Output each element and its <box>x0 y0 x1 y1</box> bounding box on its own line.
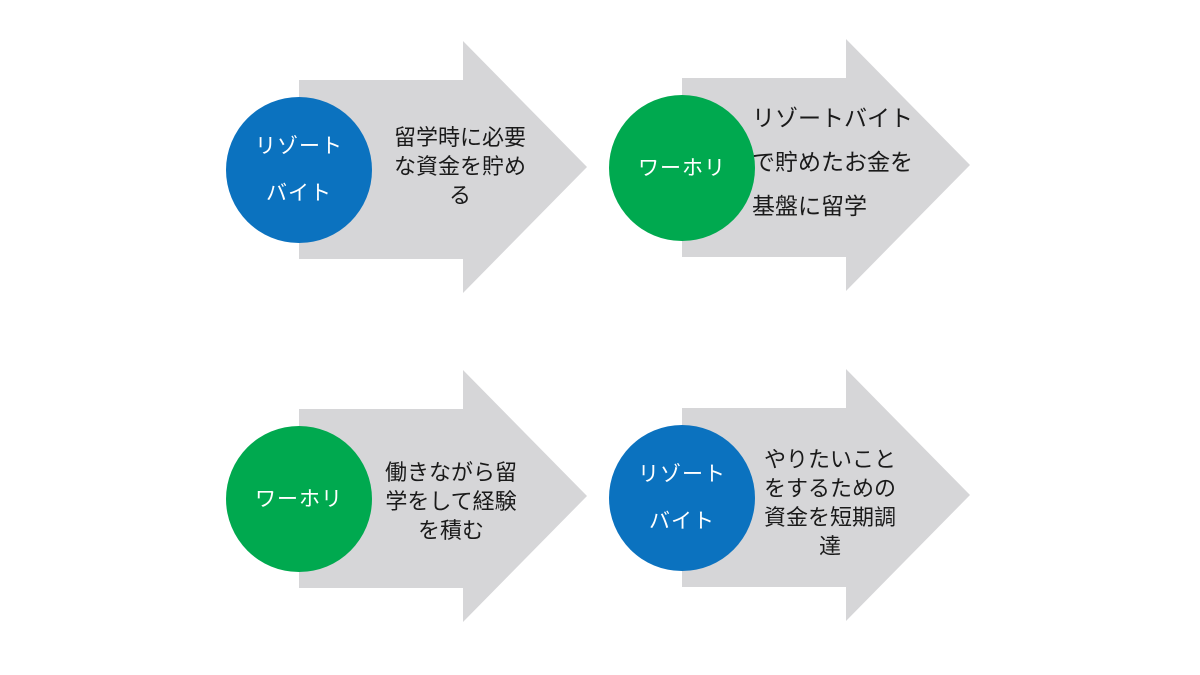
step-circle-label: ワーホリ <box>638 156 726 180</box>
process-step-top-right: ワーホリ リゾートバイト で貯めたお金を 基盤に留学 <box>609 39 989 291</box>
process-step-top-left: リゾート バイト 留学時に必要 な資金を貯め る <box>226 41 606 293</box>
step-circle-green: ワーホリ <box>226 426 372 572</box>
arrow-label: 留学時に必要 な資金を貯め る <box>393 125 526 208</box>
step-circle-label: ワーホリ <box>255 487 343 511</box>
right-arrow-shape <box>299 370 587 622</box>
process-step-bottom-right: リゾート バイト やりたいこと をするための 資金を短期調 達 <box>609 369 989 621</box>
step-circle-label: リゾート バイト <box>255 135 343 205</box>
step-circle-blue: リゾート バイト <box>226 97 372 243</box>
arrow-label: やりたいこと をするための 資金を短期調 達 <box>763 447 896 559</box>
process-step-bottom-left: ワーホリ 働きながら留 学をして経験 を積む <box>226 370 606 622</box>
right-arrow-shape <box>299 41 587 293</box>
step-circle-blue: リゾート バイト <box>609 425 755 571</box>
right-arrow-shape <box>682 369 970 621</box>
right-arrow-shape <box>682 39 970 291</box>
arrow-label: リゾートバイト で貯めたお金を 基盤に留学 <box>752 105 913 219</box>
step-circle-green: ワーホリ <box>609 95 755 241</box>
arrow-label: 働きながら留 学をして経験 を積む <box>384 460 517 543</box>
step-circle-label: リゾート バイト <box>638 463 726 533</box>
